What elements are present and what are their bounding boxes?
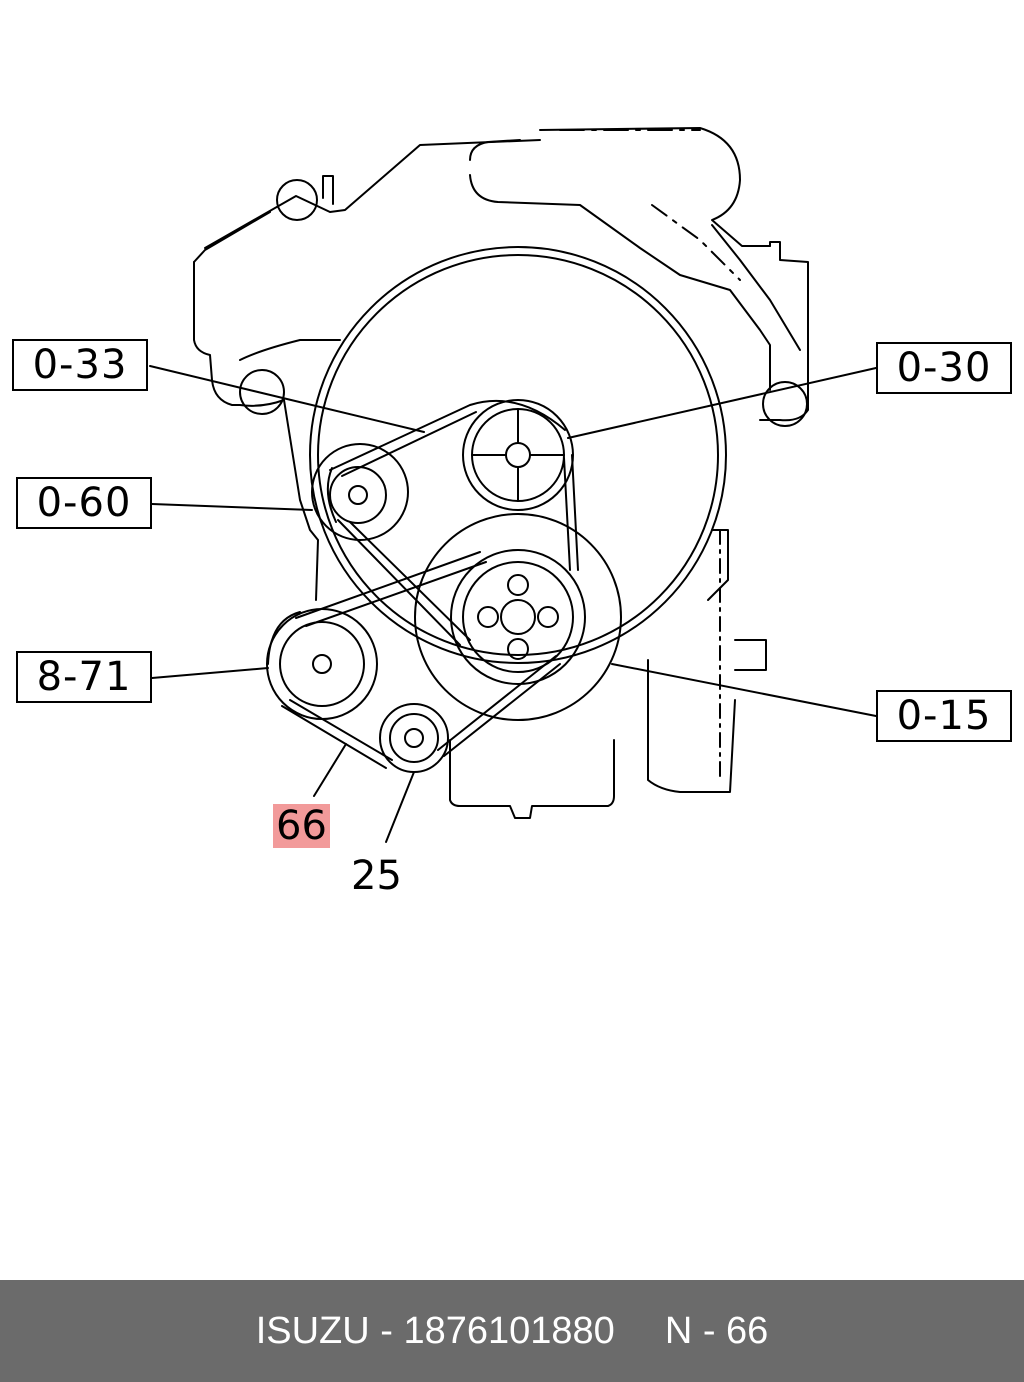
fan-belt	[326, 399, 579, 646]
filler-cap	[276, 179, 318, 221]
alternator-inner	[279, 621, 365, 707]
v-belt-2	[289, 561, 557, 761]
engine-outline	[193, 261, 319, 601]
crank-housing	[414, 513, 622, 721]
leader-033	[149, 365, 425, 433]
footer-bar: ISUZU - 1876101880 N - 66	[0, 1280, 1024, 1382]
side-lug	[734, 639, 767, 671]
footer-part-number: ISUZU - 1876101880	[255, 1309, 615, 1352]
leader-871	[151, 667, 269, 679]
lower-housing	[449, 739, 615, 819]
callout-0-30: 0-30	[876, 342, 1012, 394]
fan-ring-outer	[309, 246, 727, 664]
callout-0-60: 0-60	[16, 477, 152, 529]
crank-bolt-3	[477, 606, 499, 628]
v-belt	[267, 551, 561, 769]
leader-060	[151, 503, 313, 511]
leader-25	[385, 771, 415, 843]
alternator-outer	[266, 608, 378, 720]
footer-ref: N - 66	[664, 1309, 769, 1352]
tensioner-mid	[389, 713, 439, 763]
tensioner-hub	[404, 728, 424, 748]
callout-0-33: 0-33	[12, 339, 148, 391]
right-boss	[762, 381, 808, 427]
engine-belt-diagram	[149, 127, 877, 843]
engine-top-contour	[204, 139, 541, 249]
idler-hub	[348, 485, 368, 505]
filler-neck	[322, 175, 334, 205]
callout-66-highlighted: 66	[273, 804, 330, 848]
leader-015	[611, 663, 877, 717]
crank-pulley-hub	[500, 599, 536, 635]
idler-outer	[311, 443, 409, 541]
crank-pulley-outer	[450, 549, 586, 685]
lower-right-housing	[647, 659, 736, 793]
left-boss	[239, 369, 285, 415]
fan-belt-2	[341, 411, 571, 641]
crank-bolt-1	[507, 574, 529, 596]
intake-housing	[539, 127, 771, 247]
leader-66	[313, 743, 347, 797]
intake-lower	[469, 139, 771, 391]
fan-pulley-hub	[505, 442, 531, 468]
alternator-hub	[312, 654, 332, 674]
idler-mid	[329, 466, 387, 524]
leader-030	[567, 367, 877, 439]
callout-8-71: 8-71	[16, 651, 152, 703]
fan-ring-inner	[317, 254, 719, 656]
crank-bolt-2	[507, 638, 529, 660]
engine-top-left	[193, 211, 271, 263]
callout-0-15: 0-15	[876, 690, 1012, 742]
fan-pulley-spokes	[471, 408, 565, 502]
left-bracket	[239, 339, 341, 361]
right-step	[707, 529, 729, 601]
crank-pulley-inner	[462, 561, 574, 673]
right-edge	[711, 224, 801, 351]
crank-bolt-4	[537, 606, 559, 628]
callout-25: 25	[351, 853, 402, 899]
